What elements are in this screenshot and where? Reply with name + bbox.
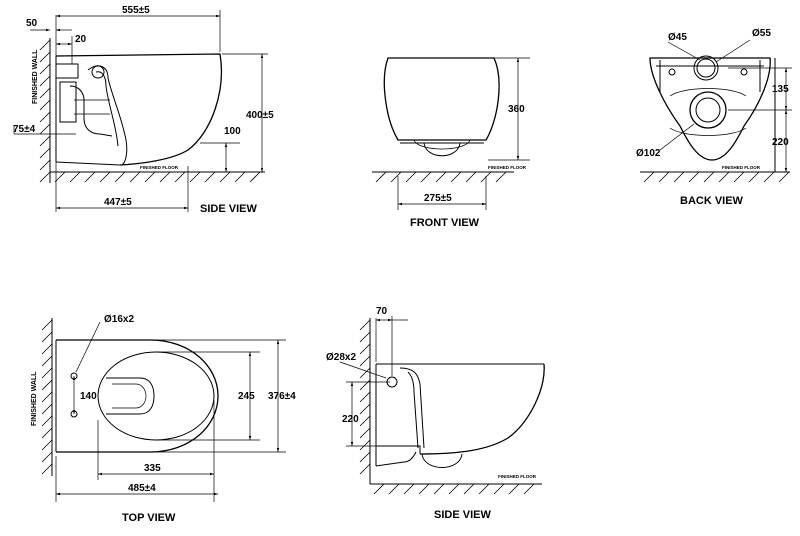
top-wall-label: FINISHED WALL bbox=[31, 371, 38, 426]
back-view: FINISHED FLOOR Ø45 Ø55 135 220 Ø102 BACK… bbox=[636, 28, 792, 207]
side2-dim-bolt-dia: Ø28x2 bbox=[326, 352, 356, 363]
top-view-title: TOP VIEW bbox=[122, 512, 176, 524]
floor-label: FINISHED FLOOR bbox=[140, 165, 179, 170]
side2-dim-bolt-offset: 70 bbox=[376, 306, 388, 317]
side2-dim-bolt-height: 220 bbox=[342, 414, 359, 425]
side-view-title: SIDE VIEW bbox=[200, 203, 257, 215]
side2-wall-hatching bbox=[359, 319, 371, 475]
dim-wall-offset: 50 bbox=[26, 18, 38, 29]
front-floor-hatching bbox=[375, 171, 507, 183]
top-view: FINISHED WALL Ø16x2 140 245 376±4 335 48… bbox=[31, 314, 296, 524]
side-view-2: FINISHED FLOOR 70 Ø28x2 220 SIDE VIEW bbox=[326, 306, 545, 521]
dim-floor-gap: 100 bbox=[224, 126, 241, 137]
back-floor-label: FINISHED FLOOR bbox=[722, 165, 761, 170]
inlet-circle bbox=[696, 58, 716, 78]
top-dim-bolt-spacing: 140 bbox=[80, 391, 97, 402]
top-dim-bowl-width: 245 bbox=[238, 391, 255, 402]
side2-floor-hatching bbox=[373, 483, 535, 495]
side2-view-title: SIDE VIEW bbox=[434, 509, 491, 521]
side2-floor-label: FINISHED FLOOR bbox=[498, 474, 537, 479]
front-dim-height: 360 bbox=[508, 104, 525, 115]
back-outline bbox=[649, 57, 771, 161]
top-dim-bolt-dia: Ø16x2 bbox=[104, 314, 134, 325]
side-view: FINISHED WALL FINISHED FLOOR bbox=[13, 5, 274, 215]
front-outline bbox=[383, 57, 500, 141]
bowl-outline bbox=[55, 53, 222, 166]
wall-hatching bbox=[39, 39, 51, 183]
top-dim-bowl-length: 335 bbox=[144, 463, 161, 474]
top-dim-overall-width: 376±4 bbox=[268, 391, 296, 402]
back-dim-spud-dia: Ø55 bbox=[752, 28, 771, 39]
front-view: FINISHED FLOOR 360 275±5 FRONT VIEW bbox=[372, 57, 530, 229]
wall-label: FINISHED WALL bbox=[32, 49, 39, 104]
front-floor-label: FINISHED FLOOR bbox=[488, 165, 527, 170]
dim-height: 400±5 bbox=[246, 110, 274, 121]
back-dim-outlet-dia: Ø102 bbox=[636, 148, 661, 159]
dim-outlet-height: 75±4 bbox=[13, 124, 36, 135]
back-floor-hatching bbox=[643, 171, 790, 183]
back-dim-outlet-height: 220 bbox=[772, 137, 789, 148]
back-dim-inlet-height: 135 bbox=[772, 84, 789, 95]
top-dim-overall-length: 485±4 bbox=[128, 483, 156, 494]
back-view-title: BACK VIEW bbox=[680, 195, 744, 207]
top-outline bbox=[56, 339, 219, 453]
dim-overall-length: 555±5 bbox=[122, 5, 150, 16]
side2-bowl-outline bbox=[419, 363, 545, 455]
back-dim-inlet-dia: Ø45 bbox=[668, 32, 687, 43]
dim-inlet-offset: 20 bbox=[75, 34, 87, 45]
floor-hatching bbox=[54, 171, 261, 183]
dim-base-length: 447±5 bbox=[104, 197, 132, 208]
outlet-circle bbox=[689, 91, 727, 129]
front-view-title: FRONT VIEW bbox=[410, 217, 480, 229]
bowl-opening bbox=[97, 351, 215, 441]
top-wall-hatching bbox=[41, 319, 53, 475]
front-dim-width: 275±5 bbox=[424, 193, 452, 204]
